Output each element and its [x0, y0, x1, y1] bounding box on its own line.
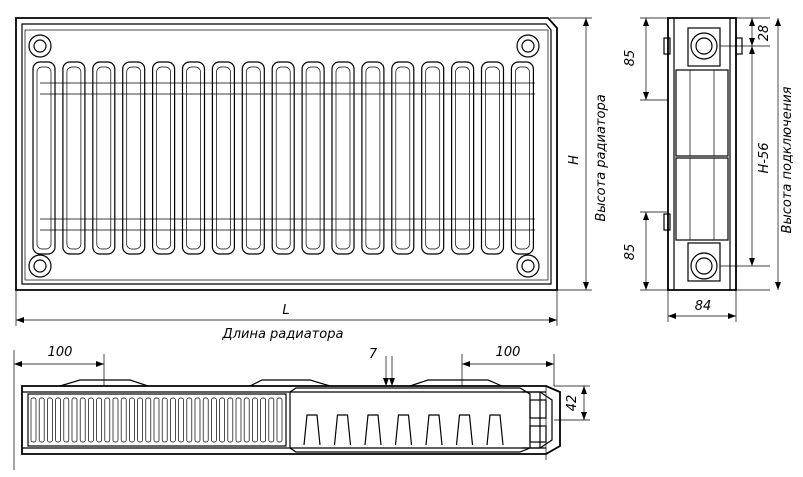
plug-bottom-right — [516, 254, 540, 278]
lower-pipe-label: 85 — [623, 244, 638, 261]
chamber — [364, 414, 382, 446]
fin — [104, 397, 111, 443]
connection-height-label: H-56 — [757, 142, 772, 173]
upper-pipe-label: 85 — [623, 50, 638, 67]
fin — [186, 397, 193, 443]
chamber — [425, 414, 443, 446]
radiator-rib — [361, 61, 385, 255]
fin — [55, 397, 61, 443]
chamber — [394, 414, 413, 446]
height-caption: Высота радиатора — [594, 94, 609, 221]
radiator-rib — [241, 61, 265, 255]
fin — [178, 397, 184, 443]
panel-chambers — [303, 414, 504, 446]
radiator-rib — [271, 61, 295, 255]
radiator-rib — [122, 61, 146, 255]
fin — [137, 397, 143, 443]
fin — [260, 397, 266, 443]
length-caption: Длина радиатора — [222, 327, 344, 342]
fin — [120, 397, 127, 443]
radiator-rib — [152, 61, 176, 255]
length-letter: L — [282, 303, 289, 318]
radiator-rib — [181, 61, 206, 255]
fin — [227, 397, 234, 443]
height-dimension — [550, 17, 592, 291]
front-view — [15, 17, 558, 291]
radiator-rib — [211, 61, 235, 255]
fin — [243, 397, 250, 443]
side-view-dimensions — [640, 17, 781, 322]
fin — [194, 397, 201, 443]
chamber — [333, 414, 352, 446]
radiator-rib — [301, 61, 325, 255]
fin — [145, 397, 152, 443]
chamber — [303, 414, 321, 446]
fin — [47, 397, 53, 443]
fin — [88, 397, 94, 443]
chamber — [455, 414, 474, 446]
fin — [252, 397, 258, 443]
top-view-dimensions — [13, 350, 590, 470]
plug-bottom-left — [28, 254, 52, 278]
connection-caption: Высота подключения — [780, 86, 795, 233]
radiator-rib — [32, 61, 56, 255]
side-view — [663, 17, 743, 291]
radiator-rib — [421, 61, 445, 255]
radiator-rib — [391, 61, 415, 255]
radiator-rib — [451, 61, 475, 255]
depth-label: 84 — [695, 299, 712, 314]
fin — [112, 397, 119, 443]
fin — [96, 397, 102, 443]
chamber — [486, 414, 504, 446]
radiator-rib — [92, 61, 116, 255]
panel-depth-label: 42 — [565, 395, 580, 412]
fin — [211, 397, 217, 443]
fin — [30, 397, 37, 443]
length-dimension — [15, 290, 558, 326]
fin — [276, 397, 283, 443]
fin — [71, 397, 78, 443]
fin — [170, 397, 176, 443]
top-offset-label: 28 — [757, 25, 772, 42]
right-offset-label: 100 — [496, 345, 521, 360]
top-view — [21, 379, 561, 460]
gap-label: 7 — [369, 347, 378, 362]
fin — [235, 397, 242, 443]
fin — [63, 397, 70, 443]
convector-fins — [30, 397, 283, 443]
fin — [153, 397, 160, 443]
radiator-rib — [62, 61, 86, 255]
radiator-rib — [480, 61, 505, 255]
radiator-rib — [510, 61, 534, 255]
fin — [38, 397, 45, 443]
front-ribs — [32, 61, 534, 255]
fin — [129, 397, 135, 443]
radiator-rib — [331, 61, 355, 255]
height-letter: H — [567, 155, 582, 165]
left-offset-label: 100 — [48, 345, 73, 360]
fin — [268, 397, 275, 443]
plug-top-right — [516, 34, 540, 58]
fin — [79, 397, 86, 443]
plug-top-left — [28, 34, 52, 58]
fin — [202, 397, 209, 443]
fin — [161, 397, 168, 443]
fin — [219, 397, 225, 443]
